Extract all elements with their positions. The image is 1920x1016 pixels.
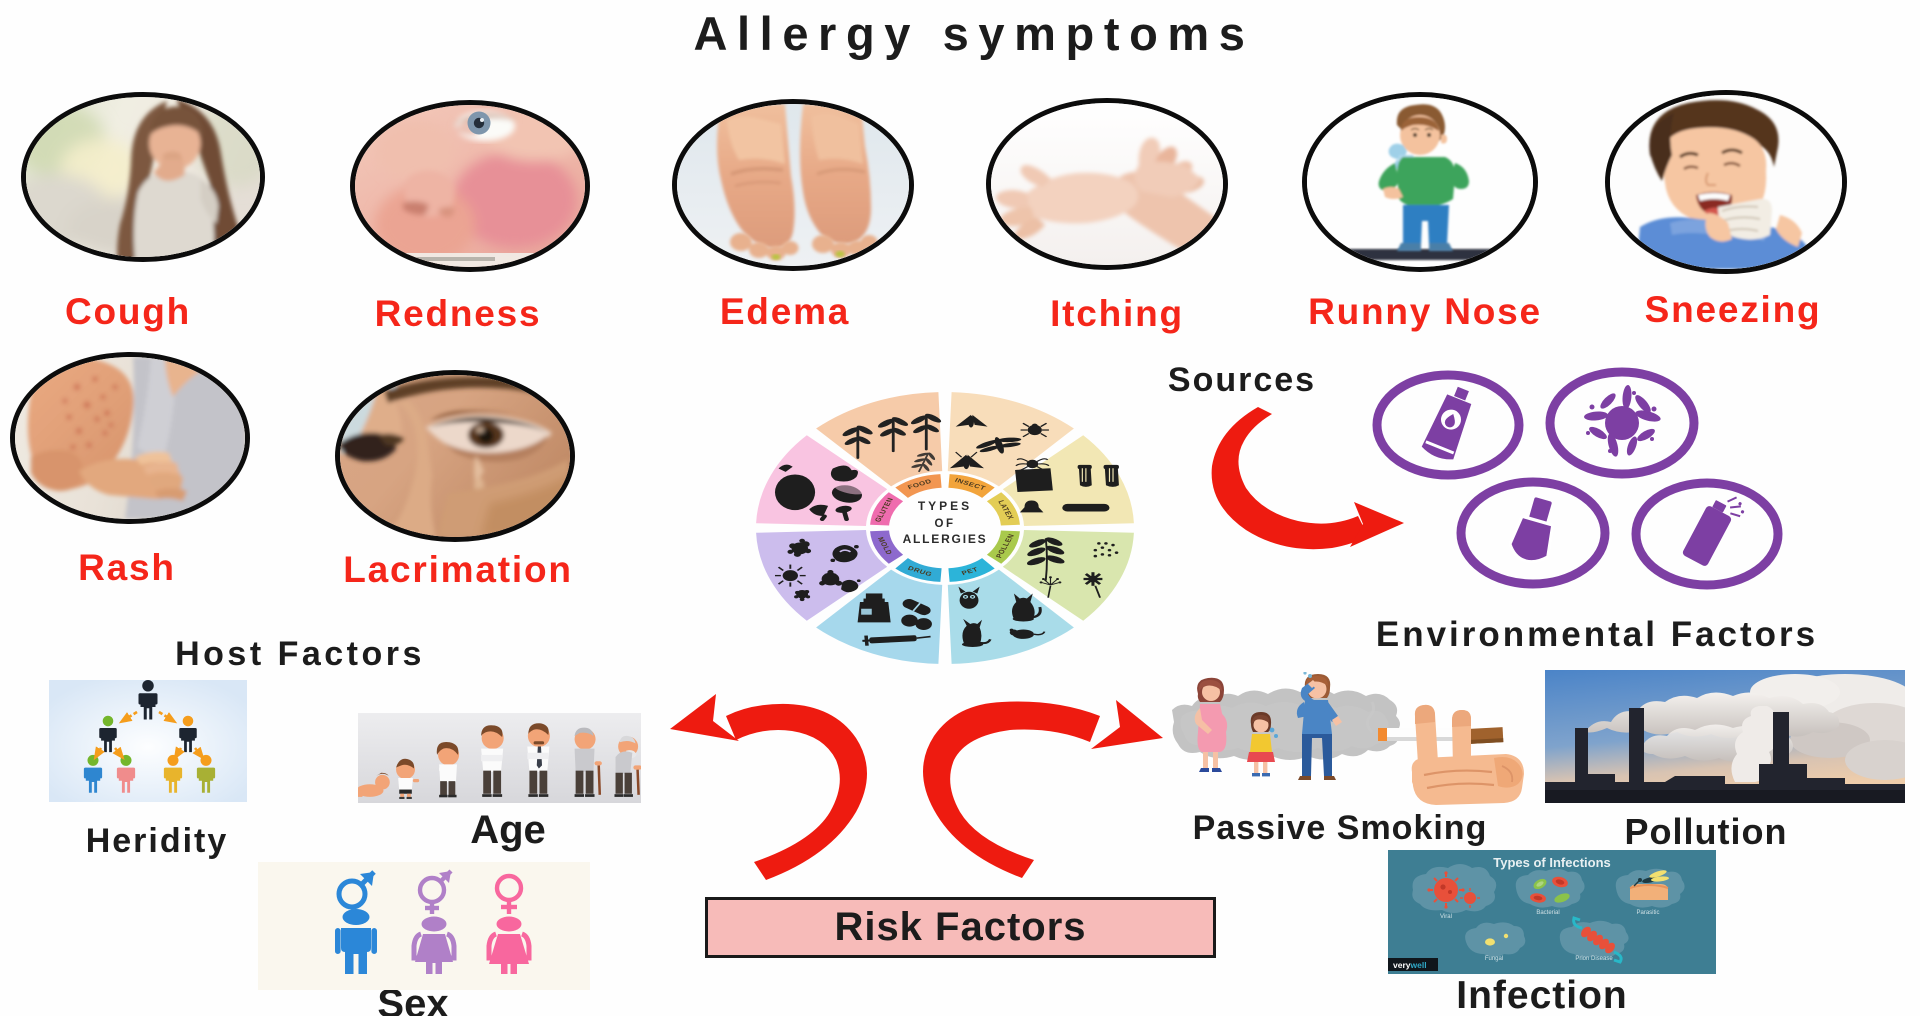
svg-text:PET: PET bbox=[961, 567, 980, 577]
svg-text:ALLERGIES: ALLERGIES bbox=[903, 532, 988, 546]
svg-text:TYPES: TYPES bbox=[918, 499, 972, 513]
svg-text:Viral: Viral bbox=[1440, 914, 1452, 920]
svg-text:verywell: verywell bbox=[1393, 960, 1427, 970]
svg-text:Prion Disease: Prion Disease bbox=[1575, 956, 1613, 962]
svg-text:OF: OF bbox=[935, 518, 956, 530]
svg-text:Types of Infections: Types of Infections bbox=[1493, 855, 1611, 870]
svg-text:Fungal: Fungal bbox=[1485, 956, 1503, 962]
svg-text:Bacterial: Bacterial bbox=[1536, 910, 1559, 916]
svg-text:Parasitic: Parasitic bbox=[1636, 910, 1659, 916]
